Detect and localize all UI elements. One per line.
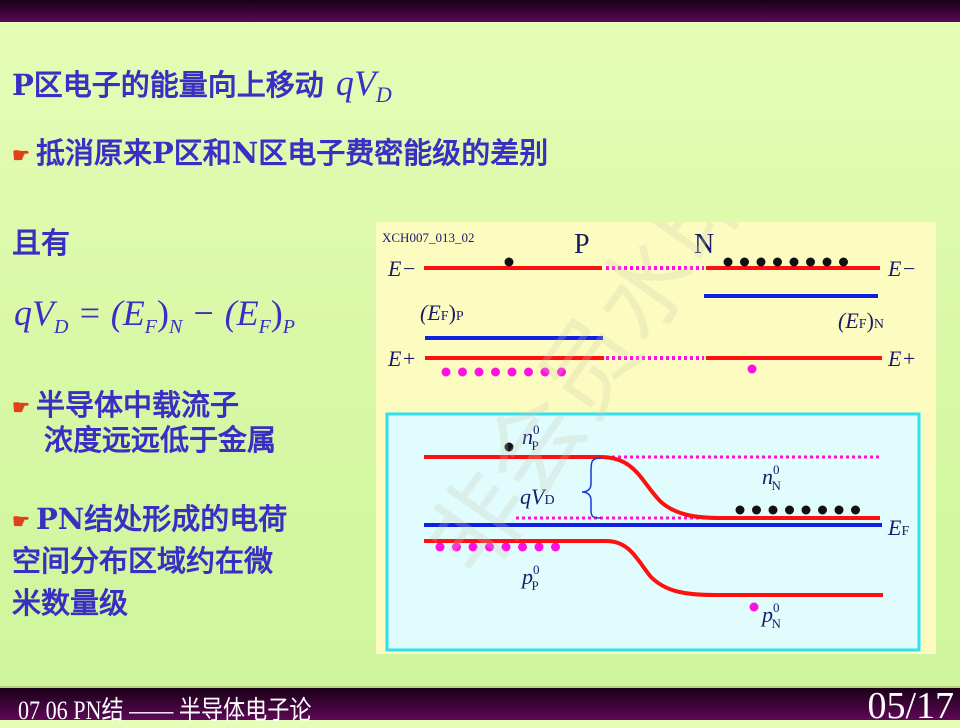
electron-dot	[740, 257, 749, 267]
bullet-2-line: 浓度远远低于金属	[44, 422, 277, 457]
ef-n-label: (EF)N	[838, 308, 884, 333]
eq-close: )	[156, 293, 169, 333]
eq-sub-f: F	[144, 316, 157, 339]
bullet-1: ☛抵消原来P区和N区电子费密能级的差别	[12, 136, 548, 171]
heading-formula-sub: D	[375, 81, 392, 107]
electron-dot	[723, 257, 733, 267]
electron-dot	[834, 505, 844, 515]
hole-dot	[747, 364, 757, 374]
eq-sub-f: F	[258, 316, 271, 339]
hole-dot	[485, 542, 494, 552]
conduction-band-bent	[424, 455, 880, 520]
hole-dot	[557, 367, 566, 377]
hole-dot	[540, 367, 550, 377]
page-number: 05/17	[867, 685, 954, 727]
hole-dot	[534, 542, 544, 552]
electron-dot	[504, 257, 514, 267]
e-plus-right: E+	[887, 346, 916, 371]
electron-dot	[752, 505, 761, 515]
electron-dot	[785, 505, 794, 515]
bullet-2: ☛半导体中载流子浓度远远低于金属	[12, 388, 276, 458]
hole-dot	[458, 367, 467, 377]
ef-p-label: (EF)P	[420, 300, 464, 325]
bullet-1-text: 抵消原来P区和N区电子费密能级的差别	[35, 136, 549, 170]
also-label: 且有	[12, 226, 71, 260]
electron-dot	[806, 257, 815, 267]
hole-dot	[518, 542, 527, 552]
electron-dot	[822, 257, 832, 267]
p-label: P	[574, 229, 590, 260]
eq-close: )	[270, 293, 283, 333]
eq-lhs-sub: D	[54, 316, 69, 339]
hole-dot	[452, 542, 461, 552]
footer-course: 07 06 PN结 —— 半导体电子论	[18, 696, 312, 725]
pointing-hand-icon: ☛	[12, 143, 30, 167]
hole-dot	[501, 542, 511, 552]
hole-dot	[491, 367, 500, 377]
bullet-3: ☛PN结处形成的电荷空间分布区域约在微米数量级	[12, 498, 287, 624]
hole-dot	[441, 367, 451, 377]
e-plus-left: E+	[387, 346, 416, 371]
valence-band-bent	[424, 539, 883, 597]
hole-dot	[551, 542, 560, 552]
electron-dot	[756, 257, 766, 267]
heading-text: P区电子的能量向上移动	[12, 68, 324, 102]
diagram-code: XCH007_013_02	[382, 230, 474, 245]
electron-dot	[801, 505, 811, 515]
electron-dot	[789, 257, 799, 267]
bullet-2-line: 半导体中载流子	[35, 388, 239, 422]
footer-bar: 07 06 PN结 —— 半导体电子论 05/17	[0, 685, 960, 727]
band-diagram: XCH007_013_02 P N E− E− E+ E+ (EF)P (EF)…	[376, 222, 936, 654]
e-minus-right: E−	[887, 256, 916, 281]
hole-dot	[749, 602, 759, 612]
electron-dot	[768, 505, 778, 515]
bullet-3-line: 米数量级	[12, 586, 129, 621]
electron-dot	[851, 505, 860, 515]
equation: qVD = (EF)N − (EF)P	[14, 292, 295, 339]
electron-dot	[818, 505, 827, 515]
electron-dot	[773, 257, 782, 267]
electron-dot	[504, 442, 514, 452]
e-minus-left: E−	[387, 256, 416, 281]
bullet-3-line: 空间分布区域约在微	[12, 544, 274, 579]
eq-lhs: qV	[14, 293, 54, 333]
top-bar	[0, 0, 960, 22]
hole-dot	[435, 542, 445, 552]
hole-dot	[468, 542, 478, 552]
eq-term2: − (E	[191, 293, 259, 333]
n-label: N	[694, 229, 714, 260]
electron-dot	[839, 257, 848, 267]
eq-sub-p: P	[282, 316, 296, 339]
eq-term1: = (E	[77, 293, 145, 333]
qvd-label: qVD	[520, 484, 555, 509]
pointing-hand-icon: ☛	[12, 508, 30, 533]
heading-formula: qV	[335, 63, 376, 103]
eq-sub-n: N	[168, 316, 183, 339]
pointing-hand-icon: ☛	[12, 395, 30, 419]
hole-dot	[474, 367, 484, 377]
electron-dot	[735, 505, 745, 515]
hole-dot	[507, 367, 517, 377]
heading: P区电子的能量向上移动 qVD	[12, 62, 392, 108]
brace-icon	[581, 457, 602, 519]
ef-label: EF	[887, 515, 909, 540]
equilibrium-panel	[385, 412, 921, 652]
bullet-3-line: PN结处形成的电荷	[35, 502, 288, 536]
hole-dot	[524, 367, 533, 377]
